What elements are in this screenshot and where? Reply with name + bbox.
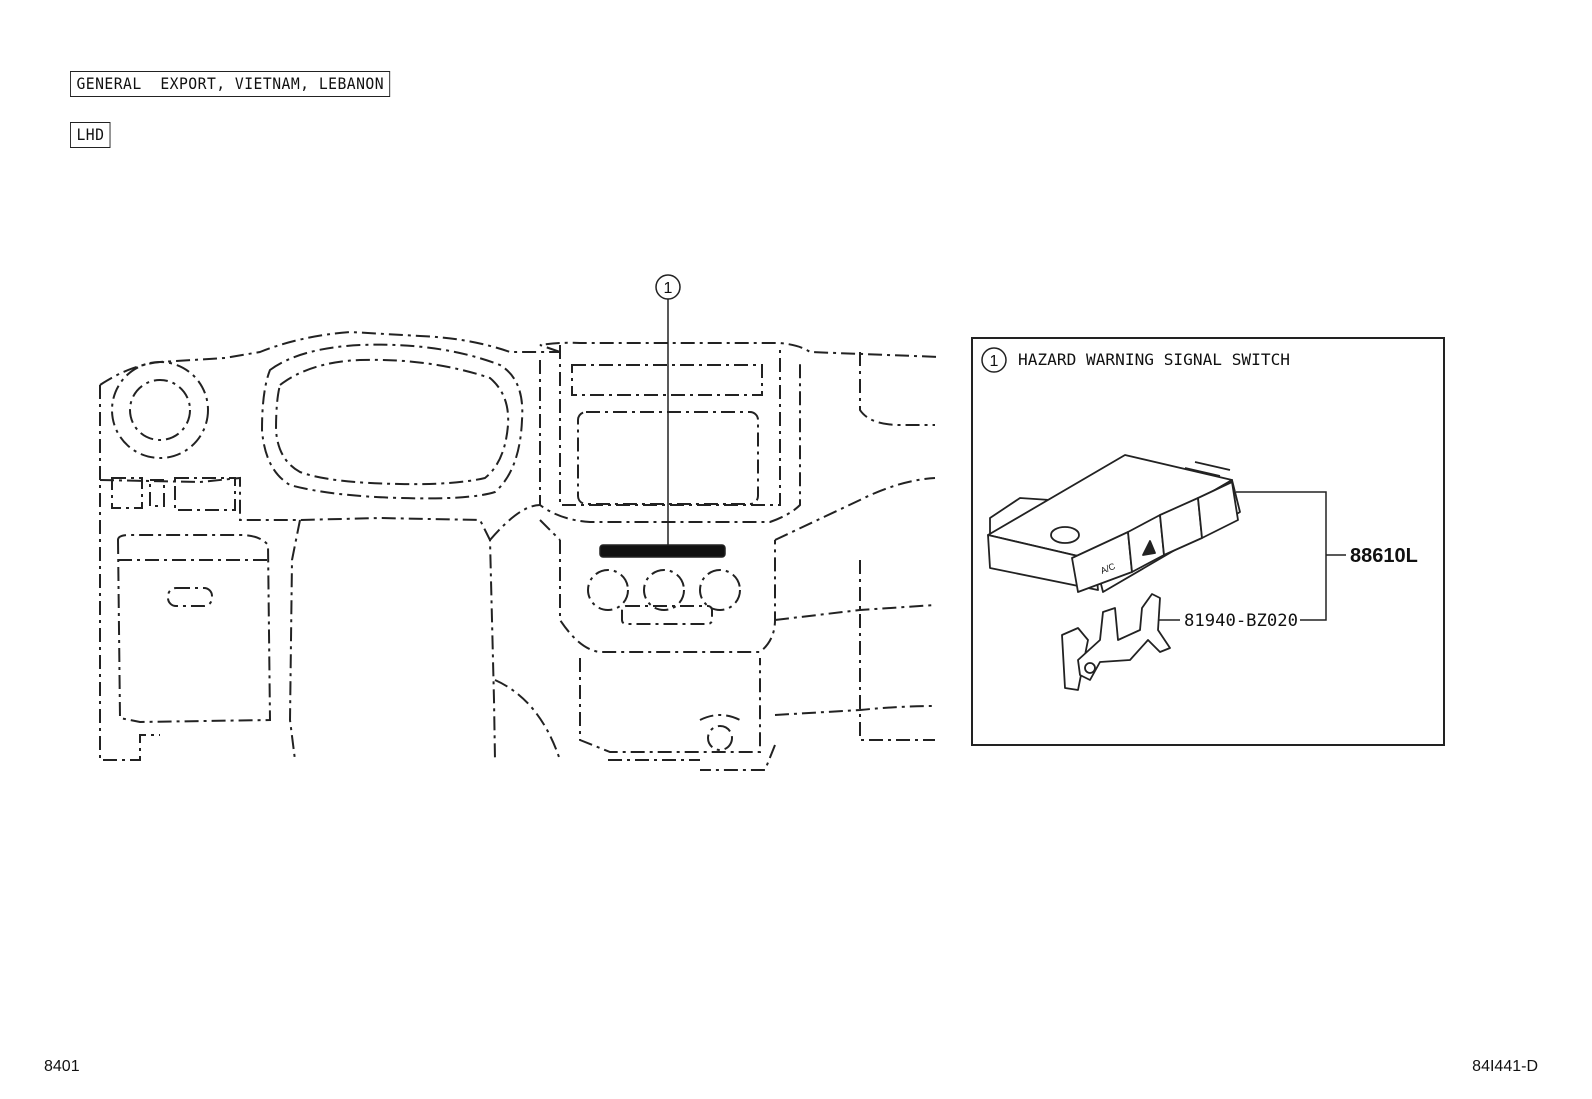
dashboard-outline: [99, 330, 941, 771]
switch-assembly-drawing: [987, 454, 1241, 593]
diagram-code-left: 8401: [44, 1058, 80, 1075]
part-leader-lines: [1158, 491, 1346, 621]
part-number-bracket: 81940-BZ020: [1184, 611, 1298, 631]
part-number-switch: 88610L: [1350, 545, 1418, 567]
detail-box: [971, 337, 1445, 746]
bracket-drawing: [1061, 593, 1171, 691]
detail-callout-circle: [981, 347, 1007, 373]
callout-number: 1: [664, 280, 673, 297]
callout-circle: [655, 274, 681, 300]
detail-title: HAZARD WARNING SIGNAL SWITCH: [1018, 350, 1290, 369]
drive-side-tag: LHD: [70, 122, 111, 148]
hazard-switch-location: [599, 544, 726, 558]
region-tag: GENERAL EXPORT, VIETNAM, LEBANON: [70, 71, 391, 97]
detail-callout-number: 1: [990, 353, 999, 370]
diagram-code-right: 84I441-D: [1472, 1058, 1538, 1075]
